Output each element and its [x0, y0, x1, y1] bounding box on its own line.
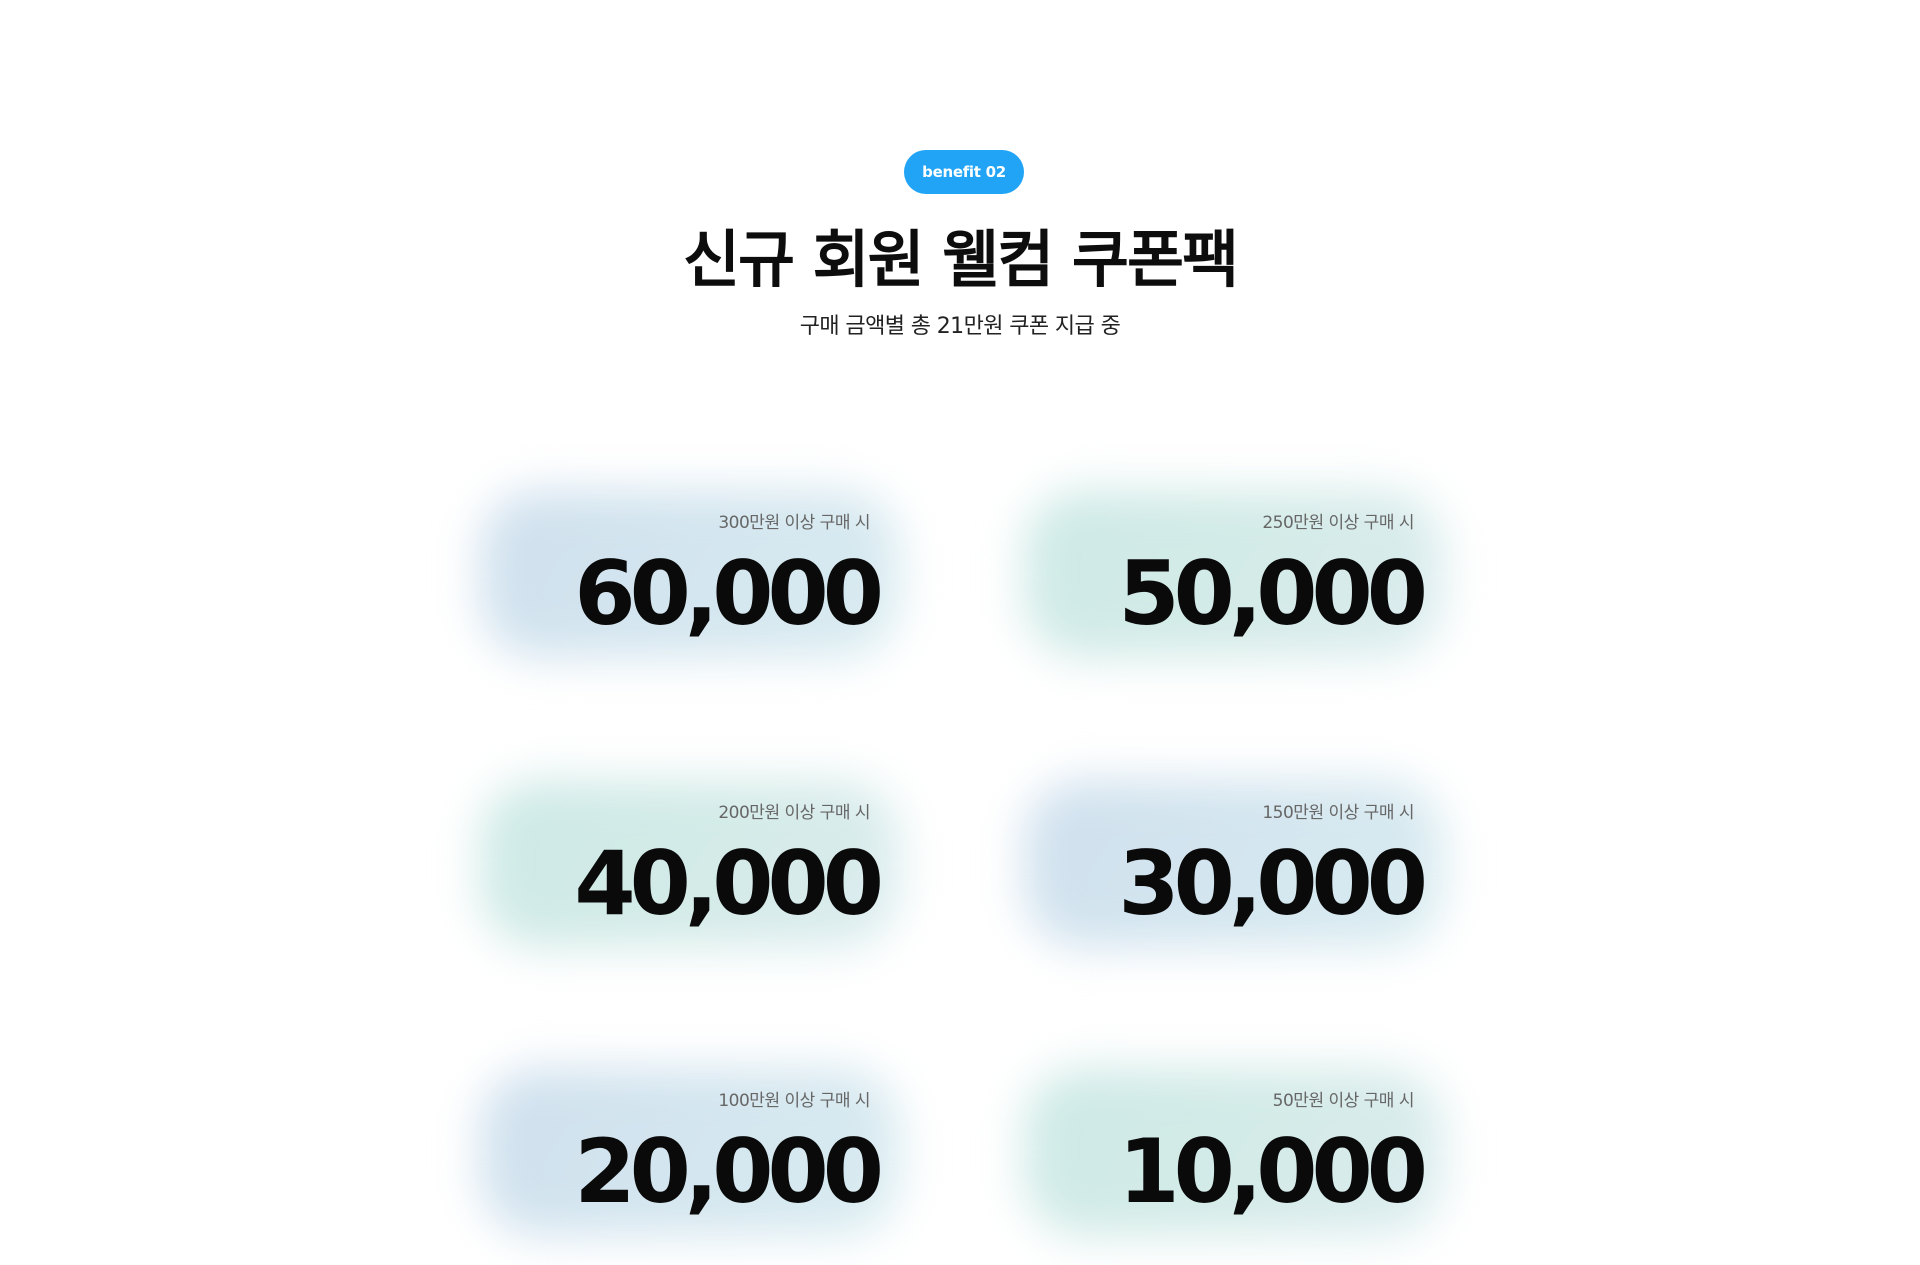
- coupon-card-50000[interactable]: 250만원 이상 구매 시 50,000: [994, 462, 1474, 686]
- coupon-condition: 250만원 이상 구매 시: [1262, 513, 1414, 533]
- benefit-badge: benefit 02: [904, 150, 1024, 194]
- coupon-card-40000[interactable]: 200만원 이상 구매 시 40,000: [450, 752, 930, 976]
- page-subtitle: 구매 금액별 총 21만원 쿠폰 지급 중: [799, 314, 1121, 339]
- coupon-amount: 10,000: [1118, 1120, 1428, 1223]
- coupon-card-30000[interactable]: 150만원 이상 구매 시 30,000: [994, 752, 1474, 976]
- coupon-condition: 150만원 이상 구매 시: [1262, 803, 1414, 823]
- coupon-card-background: [480, 1068, 900, 1236]
- coupon-card-background: [1024, 780, 1444, 948]
- coupon-amount: 40,000: [574, 832, 884, 935]
- coupon-card-10000[interactable]: 50만원 이상 구매 시 10,000: [994, 1040, 1474, 1264]
- coupon-card-background: [480, 780, 900, 948]
- coupon-amount: 50,000: [1118, 542, 1428, 645]
- coupon-card-background: [1024, 490, 1444, 658]
- coupon-amount: 20,000: [574, 1120, 884, 1223]
- coupon-amount: 60,000: [574, 542, 884, 645]
- coupon-card-background: [480, 490, 900, 658]
- coupon-amount: 30,000: [1118, 832, 1428, 935]
- coupon-condition: 300만원 이상 구매 시: [718, 513, 870, 533]
- coupon-card-20000[interactable]: 100만원 이상 구매 시 20,000: [450, 1040, 930, 1264]
- page-title: 신규 회원 웰컴 쿠폰팩: [682, 223, 1239, 296]
- coupon-card-60000[interactable]: 300만원 이상 구매 시 60,000: [450, 462, 930, 686]
- coupon-condition: 200만원 이상 구매 시: [718, 803, 870, 823]
- coupon-card-background: [1024, 1068, 1444, 1236]
- coupon-condition: 100만원 이상 구매 시: [718, 1091, 870, 1111]
- coupon-condition: 50만원 이상 구매 시: [1272, 1091, 1415, 1111]
